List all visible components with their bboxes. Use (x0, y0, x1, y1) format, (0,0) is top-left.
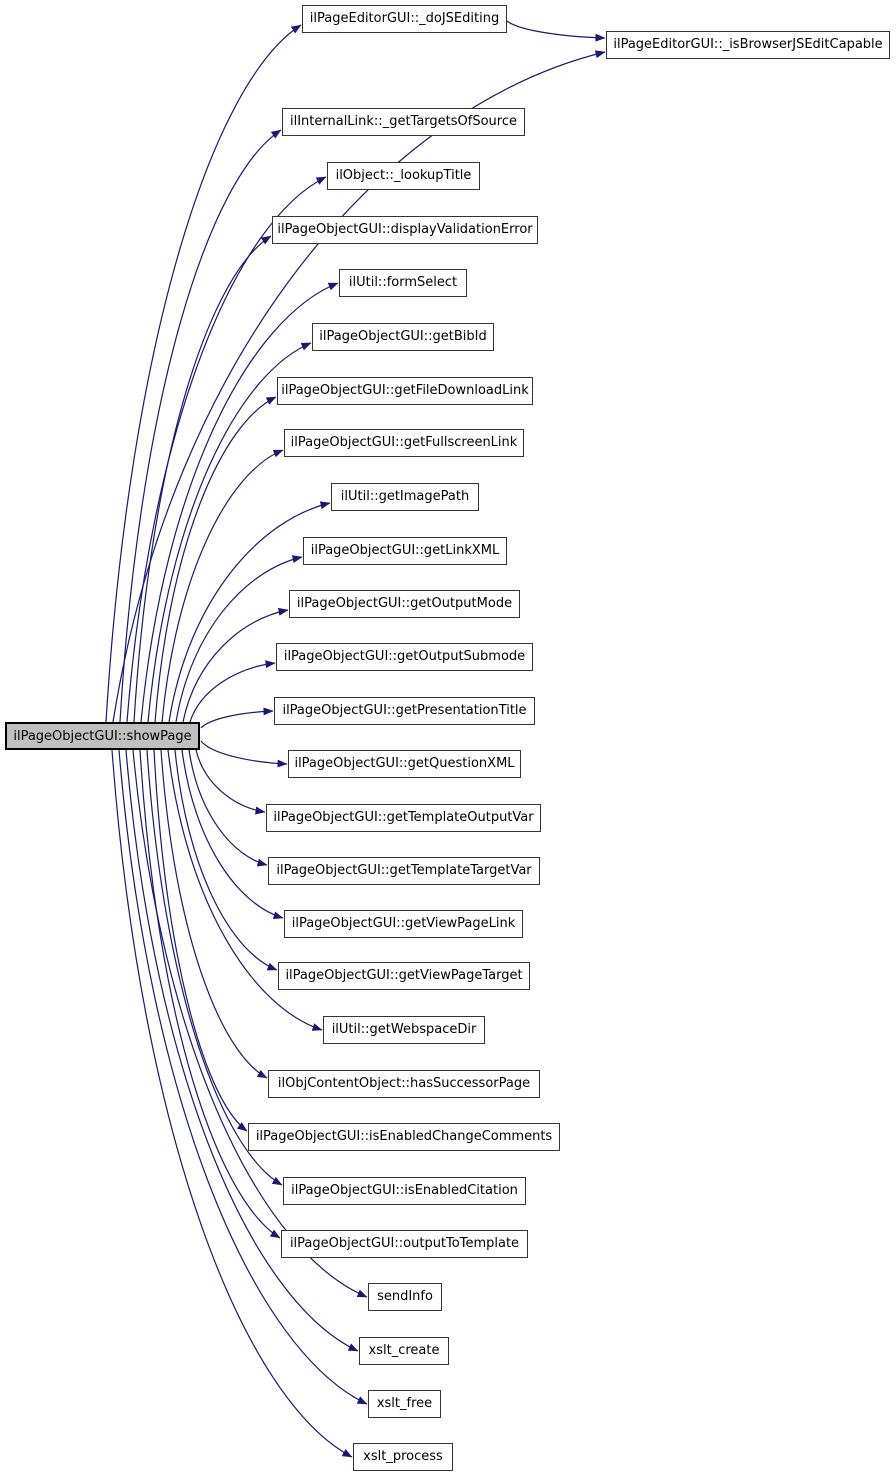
node-displayValidationError[interactable]: ilPageObjectGUI::displayValidationError (272, 216, 538, 244)
edge-showPage-to-formSelect (140, 282, 339, 723)
node-getTemplateTargetVar[interactable]: ilPageObjectGUI::getTemplateTargetVar (268, 857, 540, 885)
node-xsltCreate[interactable]: xslt_create (359, 1337, 449, 1365)
edge-showPage-to-getTemplateTargetVar (188, 749, 268, 867)
edge-showPage-to-getTargetsOfSource (119, 129, 282, 723)
edge-showPage-to-getOutputMode (182, 607, 289, 723)
edge-showPage-to-getBibId (147, 342, 312, 723)
node-getBibId[interactable]: ilPageObjectGUI::getBibId (312, 323, 494, 351)
edge-showPage-to-getLinkXML (175, 555, 303, 723)
node-isEnabledChangeComments[interactable]: ilPageObjectGUI::isEnabledChangeComments (248, 1123, 560, 1151)
node-getOutputMode[interactable]: ilPageObjectGUI::getOutputMode (289, 590, 520, 618)
edge-showPage-to-doJSEditing (105, 24, 302, 723)
edge-showPage-to-getFileDownloadLink (154, 396, 277, 723)
edge-showPage-to-isBrowserJSEditCapable (112, 50, 606, 723)
node-xsltFree[interactable]: xslt_free (368, 1390, 441, 1418)
edge-showPage-to-getFullscreenLink (161, 449, 284, 723)
node-getTemplateOutputVar[interactable]: ilPageObjectGUI::getTemplateOutputVar (266, 804, 541, 832)
node-getViewPageLink[interactable]: ilPageObjectGUI::getViewPageLink (284, 910, 523, 938)
edge-showPage-to-displayValidationError (133, 235, 272, 723)
node-showPage: ilPageObjectGUI::showPage (5, 722, 200, 750)
node-formSelect[interactable]: ilUtil::formSelect (339, 269, 467, 297)
edge-showPage-to-getQuestionXML (200, 740, 288, 768)
node-getLinkXML[interactable]: ilPageObjectGUI::getLinkXML (303, 537, 507, 565)
edge-showPage-to-sendInfo (132, 749, 368, 1298)
node-sendInfo[interactable]: sendInfo (368, 1283, 442, 1311)
edge-showPage-to-isEnabledCitation (146, 749, 283, 1186)
node-getWebspaceDir[interactable]: ilUtil::getWebspaceDir (323, 1016, 485, 1044)
node-hasSuccessorPage[interactable]: ilObjContentObject::hasSuccessorPage (268, 1070, 540, 1098)
node-getFileDownloadLink[interactable]: ilPageObjectGUI::getFileDownloadLink (277, 377, 533, 405)
edge-showPage-to-lookupTitle (126, 176, 327, 723)
edge-showPage-to-outputToTemplate (139, 749, 281, 1239)
node-isBrowserJSEditCapable[interactable]: ilPageEditorGUI::_isBrowserJSEditCapable (606, 31, 890, 59)
node-getTargetsOfSource[interactable]: ilInternalLink::_getTargetsOfSource (282, 108, 525, 136)
edge-showPage-to-isEnabledChangeComments (153, 749, 248, 1132)
node-getPresentationTitle[interactable]: ilPageObjectGUI::getPresentationTitle (274, 697, 535, 725)
edge-showPage-to-xsltFree (118, 749, 368, 1405)
edge-showPage-to-hasSuccessorPage (160, 749, 268, 1079)
edge-showPage-to-xsltCreate (125, 749, 359, 1352)
node-isEnabledCitation[interactable]: ilPageObjectGUI::isEnabledCitation (283, 1177, 526, 1205)
edge-group (105, 20, 606, 1458)
node-getFullscreenLink[interactable]: ilPageObjectGUI::getFullscreenLink (284, 429, 524, 457)
node-xsltProcess[interactable]: xslt_process (353, 1443, 453, 1471)
node-doJSEditing[interactable]: ilPageEditorGUI::_doJSEditing (302, 5, 507, 33)
edge-showPage-to-getWebspaceDir (167, 749, 323, 1031)
edge-showPage-to-getViewPageTarget (174, 749, 278, 971)
node-getQuestionXML[interactable]: ilPageObjectGUI::getQuestionXML (288, 750, 521, 778)
node-getImagePath[interactable]: ilUtil::getImagePath (331, 483, 479, 511)
node-getViewPageTarget[interactable]: ilPageObjectGUI::getViewPageTarget (278, 962, 530, 990)
edge-doJSEditing-to-isBrowserJSEditCapable (506, 20, 606, 42)
edge-showPage-to-getOutputSubmode (189, 660, 276, 723)
edge-showPage-to-getImagePath (168, 501, 331, 723)
edge-showPage-to-xsltProcess (111, 749, 353, 1458)
node-outputToTemplate[interactable]: ilPageObjectGUI::outputToTemplate (281, 1230, 528, 1258)
edge-showPage-to-getTemplateOutputVar (195, 749, 266, 815)
edge-showPage-to-getViewPageLink (181, 749, 284, 920)
node-getOutputSubmode[interactable]: ilPageObjectGUI::getOutputSubmode (276, 643, 533, 671)
edge-showPage-to-getPresentationTitle (200, 707, 274, 729)
node-lookupTitle[interactable]: ilObject::_lookupTitle (327, 162, 480, 190)
